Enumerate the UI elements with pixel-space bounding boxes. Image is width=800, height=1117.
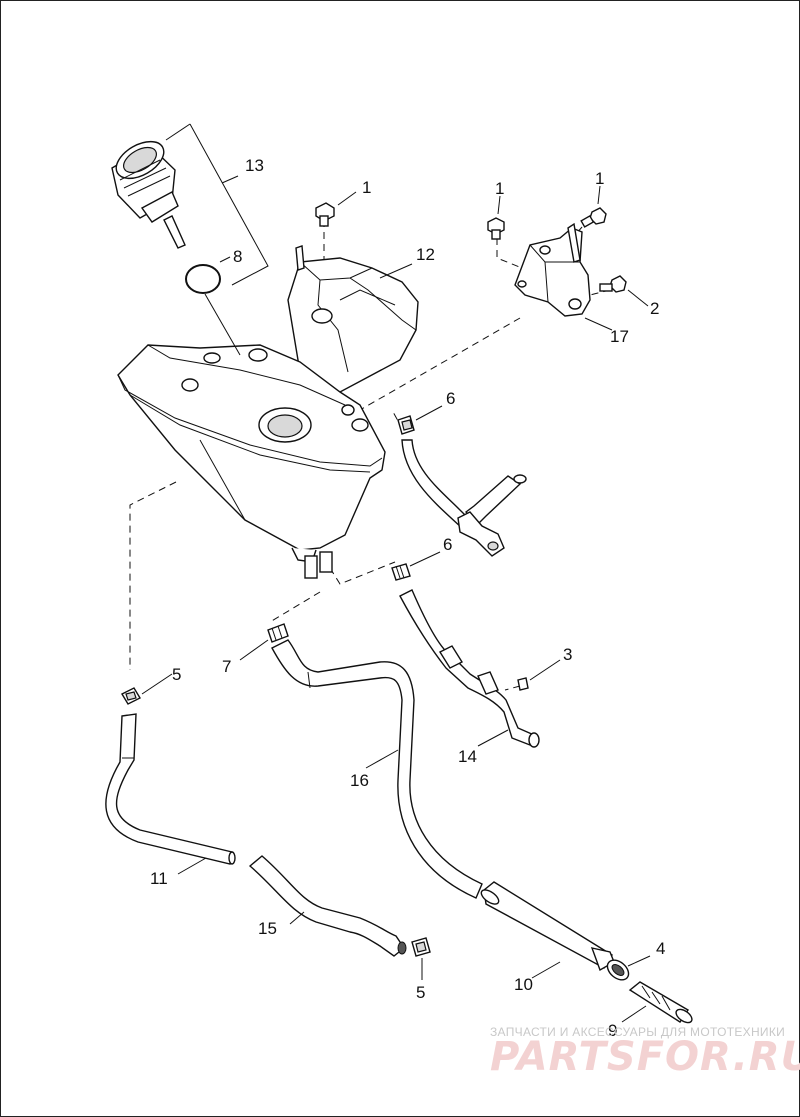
callout-9: 9 [608, 1021, 617, 1040]
bolt-1-tank [315, 202, 335, 227]
callout-15: 15 [258, 919, 277, 938]
callout-8: 8 [233, 247, 242, 266]
tube-10 [480, 881, 615, 972]
callout-5-upper: 5 [172, 665, 181, 684]
hose-11 [105, 713, 236, 865]
callout-2: 2 [650, 299, 659, 318]
watermark: ЗАПЧАСТИ И АКСЕССУАРЫ ДЛЯ МОТОТЕХНИКИ PA… [490, 1025, 800, 1080]
clamp-5-lower [411, 937, 431, 957]
clamp-7 [267, 623, 289, 643]
leader-lines [141, 123, 651, 1023]
watermark-tagline: ЗАПЧАСТИ И АКСЕССУАРЫ ДЛЯ МОТОТЕХНИКИ [490, 1025, 785, 1039]
callout-1-tank-bolt: 1 [362, 178, 371, 197]
oil-tank [117, 245, 419, 579]
filler-cap-dipstick [111, 140, 186, 249]
callout-7: 7 [222, 657, 231, 676]
hose-16 [271, 639, 483, 899]
screw-3 [517, 677, 529, 691]
callout-16: 16 [350, 771, 369, 790]
callout-4: 4 [656, 939, 665, 958]
callout-3: 3 [563, 645, 572, 664]
callout-6-lower: 6 [443, 535, 452, 554]
hose-15 [248, 855, 407, 957]
callout-1-bracket-left: 1 [495, 179, 504, 198]
clamp-6-lower [391, 563, 411, 581]
bolt-2 [599, 275, 627, 293]
fitting-9 [628, 981, 693, 1024]
callout-10: 10 [514, 975, 533, 994]
callout-1-bracket-right: 1 [595, 169, 604, 188]
bolt-1-bracket-left [487, 217, 505, 240]
callout-14: 14 [458, 747, 477, 766]
callout-labels: 13 8 1 12 1 1 2 17 6 6 7 5 3 14 16 11 15… [150, 156, 665, 1040]
bolt-1-bracket-right [580, 207, 607, 228]
clamp-6-upper [397, 415, 415, 435]
watermark-brand: PARTSFOR.RU [490, 1034, 800, 1080]
clamp-4 [606, 959, 630, 981]
clamp-5-upper [121, 687, 141, 705]
callout-5-lower: 5 [416, 983, 425, 1002]
upper-vent-hose [401, 439, 527, 557]
mounting-bracket [514, 222, 591, 317]
callout-17: 17 [610, 327, 629, 346]
callout-11: 11 [150, 869, 168, 888]
callout-6-upper: 6 [446, 389, 455, 408]
callout-13: 13 [245, 156, 264, 175]
o-ring [185, 264, 221, 294]
hose-14 [399, 589, 540, 748]
callout-12: 12 [416, 245, 435, 264]
